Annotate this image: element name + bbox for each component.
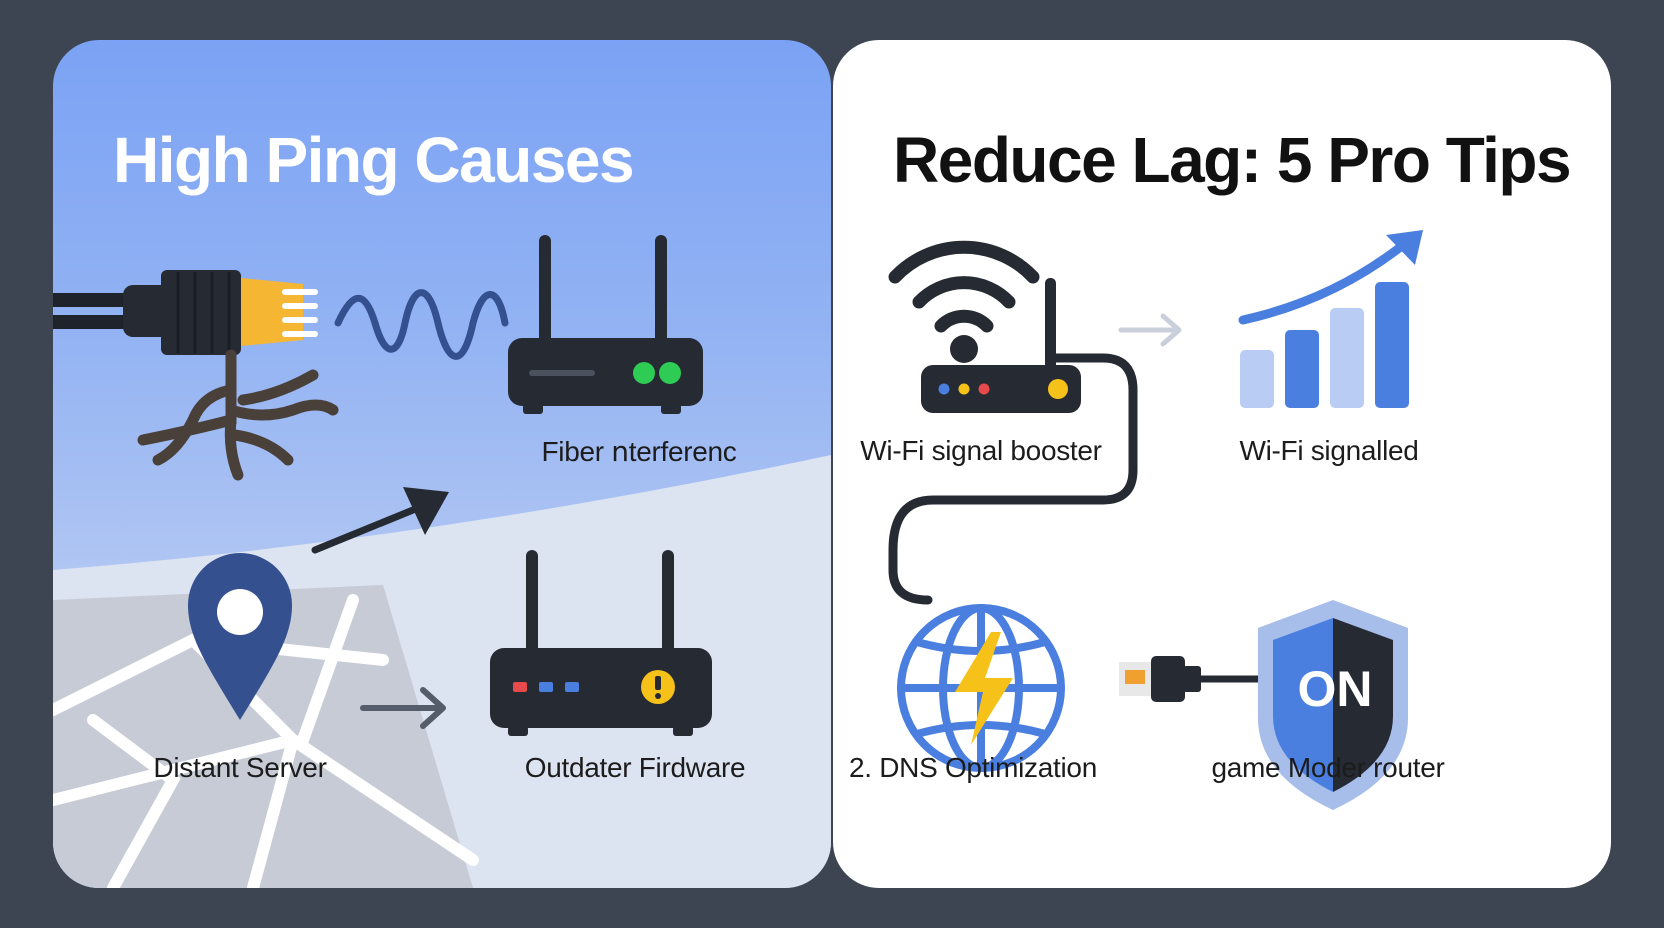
caption-wifi-signalled: Wi-Fi signalled xyxy=(1239,435,1419,466)
caption-outdated-firmware: Outdater Firdware xyxy=(524,752,746,783)
wifi-router-icon xyxy=(888,240,1081,413)
arrow-right-icon xyxy=(360,687,446,729)
caption-fiber-interference: Fiber ոterferenc xyxy=(541,436,737,467)
shield-icon xyxy=(1258,600,1408,810)
high-ping-causes-panel: High Ping Causes xyxy=(53,40,831,888)
caption-game-mode-router: game Moder router xyxy=(1211,752,1445,783)
caption-dns-optimization: 2. DNS Optimization xyxy=(849,752,1097,783)
map-pin-icon xyxy=(188,553,292,720)
router-icon xyxy=(508,235,703,414)
globe-lightning-icon xyxy=(897,604,1065,772)
diagonal-arrow-icon xyxy=(311,487,449,554)
right-panel-illustration: ON xyxy=(888,230,1423,810)
wave-icon xyxy=(334,289,509,360)
cable-icon xyxy=(888,353,1138,605)
cable-roots-icon xyxy=(53,270,339,481)
right-panel-title: Reduce Lag: 5 Pro Tips xyxy=(893,124,1572,196)
ethernet-plug-icon xyxy=(1119,656,1263,702)
shield-on-label: ON xyxy=(1298,661,1373,717)
router-warning-icon xyxy=(490,550,712,736)
caption-wifi-signal-booster: Wi-Fi signal booster xyxy=(860,435,1102,466)
signal-bars-trend-icon xyxy=(1238,230,1423,408)
caption-distant-server: Distant Server xyxy=(153,752,327,783)
arrow-right-icon xyxy=(1118,313,1182,347)
left-panel-illustration xyxy=(53,235,831,888)
map-icon xyxy=(53,585,479,888)
reduce-lag-tips-panel: Reduce Lag: 5 Pro Tips xyxy=(833,40,1611,888)
left-panel-title: High Ping Causes xyxy=(113,124,635,196)
